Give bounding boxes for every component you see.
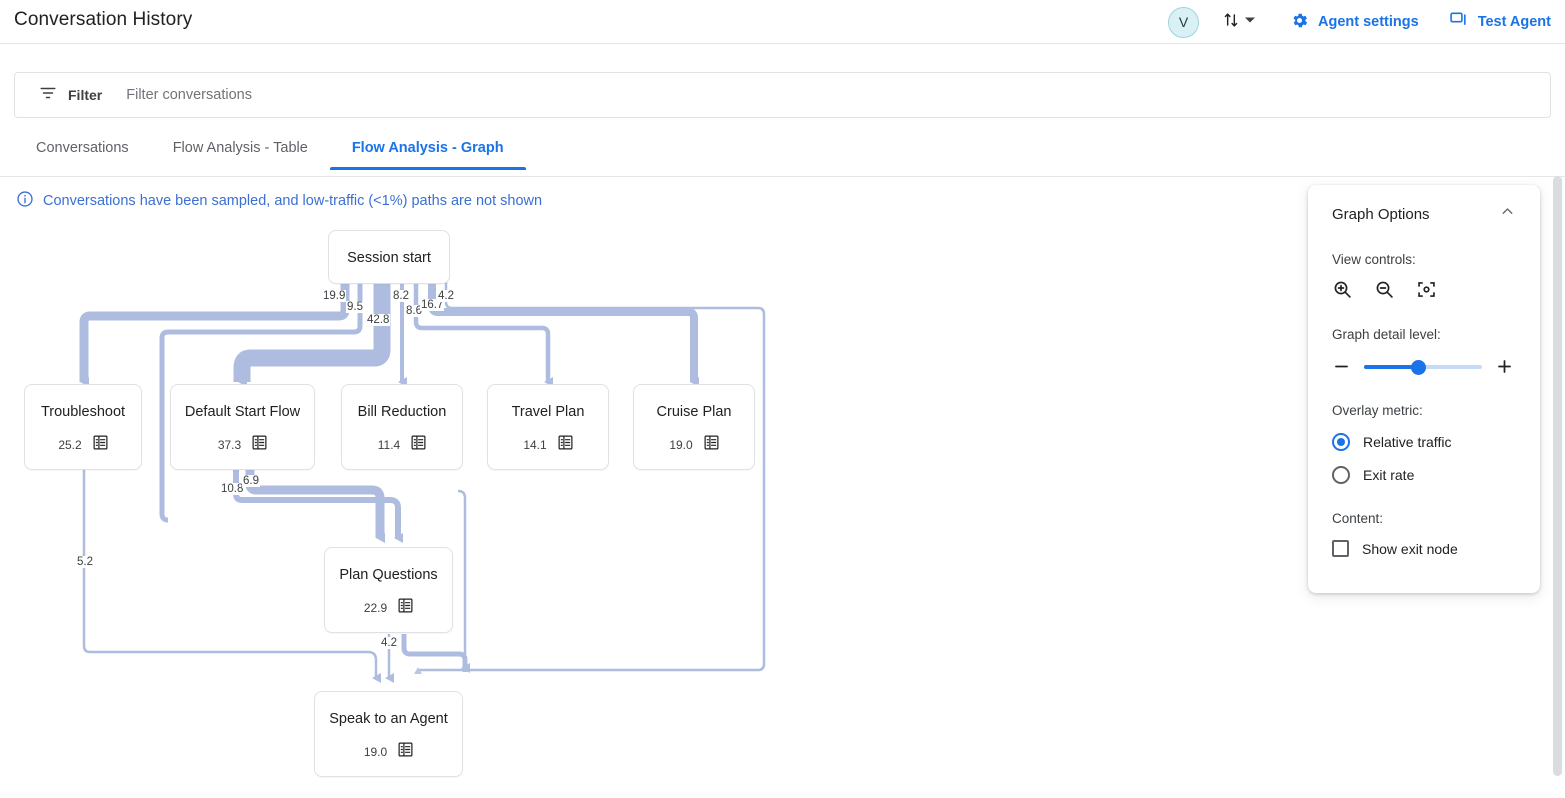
gear-icon bbox=[1290, 11, 1309, 34]
node-title: Travel Plan bbox=[511, 404, 585, 420]
chevron-up-icon[interactable] bbox=[1499, 203, 1516, 225]
tab-flow-analysis-table[interactable]: Flow Analysis - Table bbox=[172, 140, 308, 156]
edge-label: 4.2 bbox=[380, 637, 398, 649]
chat-bubble-icon bbox=[1449, 10, 1469, 34]
graph-node-default-start-flow[interactable]: Default Start Flow 37.3 bbox=[170, 384, 315, 470]
plus-icon[interactable] bbox=[1495, 357, 1514, 376]
node-title: Plan Questions bbox=[339, 567, 438, 583]
node-value: 22.9 bbox=[363, 601, 388, 615]
node-title: Bill Reduction bbox=[357, 404, 447, 420]
table-view-icon[interactable] bbox=[558, 435, 573, 455]
node-value: 19.0 bbox=[669, 438, 693, 452]
node-title: Default Start Flow bbox=[184, 404, 301, 420]
sampling-notice-text: Conversations have been sampled, and low… bbox=[43, 193, 543, 209]
radio-label: Relative traffic bbox=[1363, 434, 1452, 450]
zoom-in-icon[interactable] bbox=[1332, 279, 1353, 300]
node-title: Troubleshoot bbox=[40, 404, 126, 420]
app-header: Conversation History V Agent settings bbox=[0, 0, 1565, 44]
node-value: 11.4 bbox=[377, 438, 401, 452]
tab-conversations[interactable]: Conversations bbox=[36, 140, 129, 156]
graph-node-troubleshoot[interactable]: Troubleshoot 25.2 bbox=[24, 384, 142, 470]
radio-relative-traffic[interactable]: Relative traffic bbox=[1332, 433, 1516, 451]
edge-label: 9.5 bbox=[346, 301, 364, 313]
graph-node-travel-plan[interactable]: Travel Plan 14.1 bbox=[487, 384, 609, 470]
tab-bar: Conversations Flow Analysis - Table Flow… bbox=[14, 134, 526, 176]
filter-icon[interactable] bbox=[39, 84, 57, 107]
radio-button[interactable] bbox=[1332, 433, 1350, 451]
slider-thumb[interactable] bbox=[1411, 359, 1427, 375]
header-actions: V Agent settings bbox=[1167, 0, 1555, 44]
node-value: 14.1 bbox=[523, 438, 547, 452]
table-view-icon[interactable] bbox=[704, 435, 719, 455]
node-title: Session start bbox=[347, 250, 431, 266]
edge-label: 8.2 bbox=[392, 290, 410, 302]
tab-flow-analysis-graph[interactable]: Flow Analysis - Graph bbox=[329, 134, 526, 170]
avatar[interactable]: V bbox=[1167, 6, 1199, 38]
table-view-icon[interactable] bbox=[398, 598, 413, 618]
tab-divider bbox=[0, 176, 1565, 177]
sort-arrows-icon bbox=[1221, 10, 1241, 35]
radio-button[interactable] bbox=[1332, 466, 1350, 484]
graph-node-plan-questions[interactable]: Plan Questions 22.9 bbox=[324, 547, 453, 633]
edge-label: 19.9 bbox=[322, 290, 347, 302]
slider-fill bbox=[1364, 364, 1419, 369]
sampling-notice: Conversations have been sampled, and low… bbox=[16, 190, 542, 212]
flow-graph-canvas[interactable]: 19.9 9.5 42.8 8.2 8.6 16.7 4.2 10.8 6.9 … bbox=[0, 178, 1540, 798]
agent-settings-button[interactable]: Agent settings bbox=[1290, 11, 1419, 34]
edge-label: 16.7 bbox=[420, 299, 445, 311]
sort-control[interactable] bbox=[1221, 10, 1256, 35]
graph-options-header[interactable]: Graph Options bbox=[1332, 203, 1516, 225]
graph-options-panel: Graph Options View controls: Graph detai… bbox=[1308, 185, 1540, 593]
test-agent-button[interactable]: Test Agent bbox=[1449, 10, 1551, 34]
zoom-out-icon[interactable] bbox=[1374, 279, 1395, 300]
checkbox[interactable] bbox=[1332, 540, 1349, 557]
test-agent-label: Test Agent bbox=[1477, 14, 1551, 30]
checkbox-show-exit-node[interactable]: Show exit node bbox=[1332, 540, 1516, 557]
table-view-icon[interactable] bbox=[398, 742, 413, 762]
graph-node-speak-to-an-agent[interactable]: Speak to an Agent 19.0 bbox=[314, 691, 463, 777]
node-value: 25.2 bbox=[58, 438, 82, 452]
minus-icon[interactable] bbox=[1332, 357, 1351, 376]
radio-label: Exit rate bbox=[1363, 467, 1415, 483]
graph-node-bill-reduction[interactable]: Bill Reduction 11.4 bbox=[341, 384, 463, 470]
content-label: Content: bbox=[1332, 511, 1384, 526]
vertical-scrollbar[interactable] bbox=[1553, 176, 1562, 776]
node-value: 19.0 bbox=[363, 745, 388, 759]
graph-node-session-start[interactable]: Session start bbox=[328, 230, 450, 284]
node-value: 37.3 bbox=[217, 438, 242, 452]
edge-label: 8.6 bbox=[405, 305, 423, 317]
table-view-icon[interactable] bbox=[252, 435, 267, 455]
info-icon bbox=[16, 190, 34, 212]
edge-label: 5.2 bbox=[76, 556, 94, 568]
search-input[interactable] bbox=[126, 87, 1027, 103]
detail-level-slider[interactable] bbox=[1364, 359, 1482, 375]
chevron-down-icon bbox=[1244, 13, 1256, 31]
view-controls-label: View controls: bbox=[1332, 252, 1416, 267]
detail-level-label: Graph detail level: bbox=[1332, 327, 1441, 342]
edge-label: 42.8 bbox=[366, 314, 391, 326]
edge-label: 10.8 bbox=[220, 483, 245, 495]
edge-label: 4.2 bbox=[437, 290, 455, 302]
checkbox-label: Show exit node bbox=[1362, 540, 1458, 557]
node-title: Cruise Plan bbox=[656, 404, 732, 420]
overlay-metric-label: Overlay metric: bbox=[1332, 403, 1423, 418]
filter-label: Filter bbox=[68, 87, 103, 103]
radio-exit-rate[interactable]: Exit rate bbox=[1332, 466, 1516, 484]
table-view-icon[interactable] bbox=[93, 435, 108, 455]
graph-node-cruise-plan[interactable]: Cruise Plan 19.0 bbox=[633, 384, 755, 470]
view-controls bbox=[1332, 279, 1516, 300]
filter-bar: Filter bbox=[14, 72, 1551, 118]
fit-to-screen-icon[interactable] bbox=[1416, 279, 1437, 300]
page-title: Conversation History bbox=[14, 9, 193, 30]
edge-label: 6.9 bbox=[242, 475, 260, 487]
node-title: Speak to an Agent bbox=[329, 711, 448, 727]
table-view-icon[interactable] bbox=[411, 435, 426, 455]
agent-settings-label: Agent settings bbox=[1317, 14, 1419, 30]
detail-level-slider-row bbox=[1332, 357, 1516, 376]
graph-options-title: Graph Options bbox=[1332, 205, 1430, 223]
